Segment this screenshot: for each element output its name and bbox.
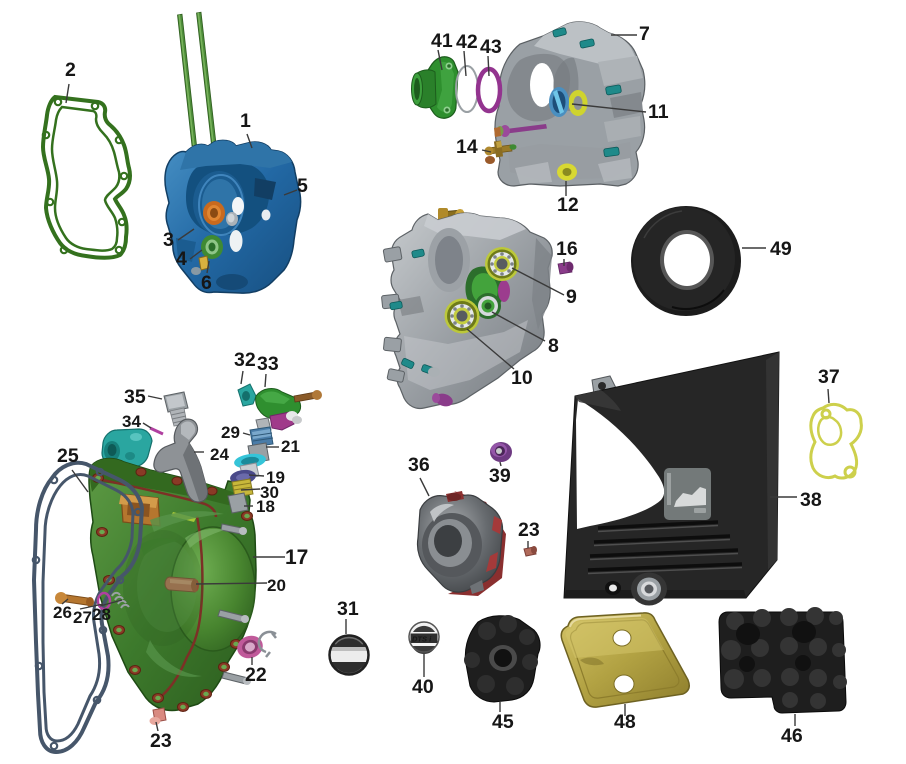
svg-text:3: 3 — [163, 229, 174, 251]
svg-text:23: 23 — [518, 519, 540, 541]
svg-text:49: 49 — [770, 238, 792, 260]
svg-text:32: 32 — [234, 349, 256, 371]
svg-text:11: 11 — [648, 101, 669, 123]
svg-text:4: 4 — [176, 248, 187, 270]
svg-text:28: 28 — [92, 605, 111, 624]
svg-text:29: 29 — [221, 423, 240, 442]
svg-text:26: 26 — [53, 603, 72, 622]
svg-text:35: 35 — [124, 386, 146, 408]
svg-text:7: 7 — [639, 23, 650, 45]
svg-text:9: 9 — [566, 286, 577, 308]
svg-text:2: 2 — [65, 59, 76, 81]
svg-text:46: 46 — [781, 725, 803, 747]
svg-text:48: 48 — [614, 711, 636, 733]
svg-text:45: 45 — [492, 711, 514, 733]
svg-text:38: 38 — [800, 489, 822, 511]
svg-text:10: 10 — [511, 367, 533, 389]
svg-text:41: 41 — [431, 30, 453, 52]
svg-text:39: 39 — [489, 465, 511, 487]
svg-text:36: 36 — [408, 454, 430, 476]
svg-text:40: 40 — [412, 676, 434, 698]
svg-text:14: 14 — [456, 136, 478, 158]
svg-text:DTS i: DTS i — [412, 635, 432, 644]
svg-text:30: 30 — [260, 483, 279, 502]
svg-text:23: 23 — [150, 730, 172, 752]
svg-text:27: 27 — [73, 608, 92, 627]
svg-text:22: 22 — [245, 664, 267, 686]
svg-text:37: 37 — [818, 366, 840, 388]
svg-text:25: 25 — [57, 445, 79, 467]
svg-text:12: 12 — [557, 194, 579, 216]
svg-text:33: 33 — [257, 353, 279, 375]
svg-text:43: 43 — [480, 36, 502, 58]
svg-text:21: 21 — [281, 437, 300, 456]
svg-text:42: 42 — [456, 31, 478, 53]
svg-text:20: 20 — [267, 576, 286, 595]
svg-text:31: 31 — [337, 598, 359, 620]
svg-text:6: 6 — [201, 272, 212, 294]
svg-text:18: 18 — [256, 497, 275, 516]
svg-text:5: 5 — [297, 175, 308, 197]
svg-text:8: 8 — [548, 335, 559, 357]
svg-text:24: 24 — [210, 445, 229, 464]
svg-text:19: 19 — [266, 468, 285, 487]
svg-text:17: 17 — [285, 546, 308, 569]
svg-text:1: 1 — [240, 110, 251, 132]
svg-text:34: 34 — [122, 412, 141, 431]
svg-text:16: 16 — [556, 238, 578, 260]
